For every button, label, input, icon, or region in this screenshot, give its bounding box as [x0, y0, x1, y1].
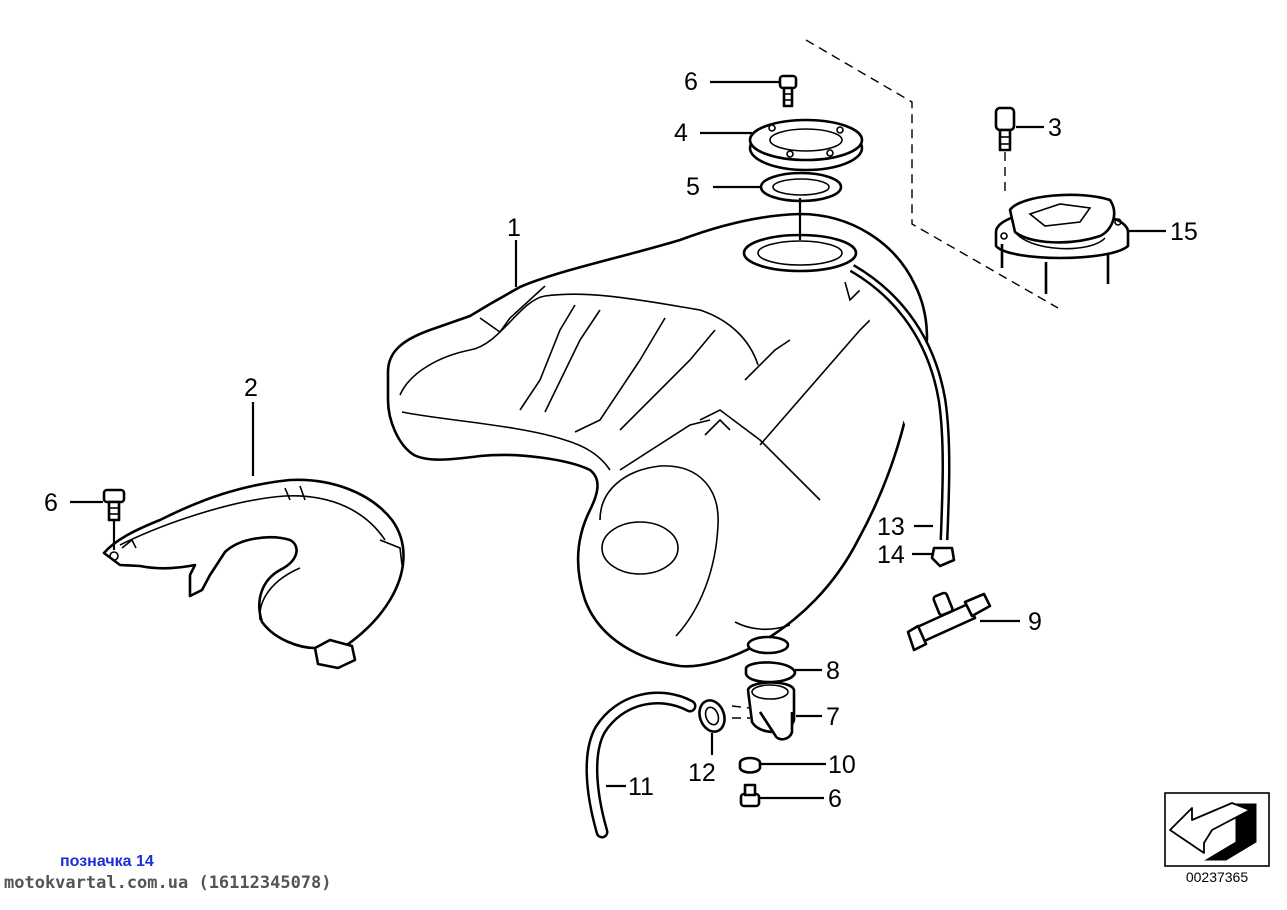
part-11-fuel-hose[interactable] [585, 691, 697, 839]
part-5-gasket[interactable] [759, 171, 843, 203]
callout-7: 7 [826, 703, 840, 731]
callout-8: 8 [826, 657, 840, 685]
part-9-t-connector[interactable] [906, 591, 992, 652]
callout-6-left: 6 [44, 489, 58, 517]
watermark-site: motokvartal.com.ua (16112345078) [4, 873, 332, 893]
callout-2: 2 [244, 374, 258, 402]
leader-lines [70, 80, 1166, 800]
callout-12: 12 [688, 759, 716, 787]
callout-13: 13 [877, 513, 905, 541]
part-14-clip[interactable] [930, 546, 956, 568]
part-2-cover[interactable] [102, 478, 405, 670]
part-15-filler-cap[interactable] [994, 193, 1130, 294]
callout-3: 3 [1048, 114, 1062, 142]
part-6-bolt-top[interactable] [778, 74, 798, 108]
callout-6-top: 6 [684, 68, 698, 96]
callout-11: 11 [628, 773, 654, 801]
callout-9: 9 [1028, 608, 1042, 636]
part-6-bolt-bottom[interactable] [739, 783, 761, 808]
part-3-bolt[interactable] [994, 106, 1016, 152]
part-12-hose-clamp[interactable] [695, 697, 728, 735]
callout-14: 14 [877, 541, 905, 569]
part-13-hose[interactable] [849, 264, 951, 541]
arrow-direction-box [1164, 792, 1270, 867]
diagram-code: 00237365 [1185, 869, 1249, 885]
callout-5: 5 [686, 173, 700, 201]
part-4-flange[interactable] [748, 118, 864, 172]
callout-6-bottom: 6 [828, 785, 842, 813]
callout-10: 10 [828, 751, 856, 779]
part-6-bolt-left[interactable] [102, 488, 126, 522]
part-1-fuel-tank[interactable] [386, 212, 929, 668]
watermark-mark: позначка 14 [60, 853, 154, 870]
part-8-seal[interactable] [744, 635, 797, 684]
callout-1: 1 [507, 214, 521, 242]
callout-4: 4 [674, 119, 688, 147]
part-10-washer[interactable] [738, 756, 762, 774]
callout-15: 15 [1170, 218, 1198, 246]
assembly-dashed-frame [805, 39, 1059, 309]
arrow-direction-icon [1169, 802, 1257, 861]
part-7-fuel-tap[interactable] [731, 681, 796, 741]
